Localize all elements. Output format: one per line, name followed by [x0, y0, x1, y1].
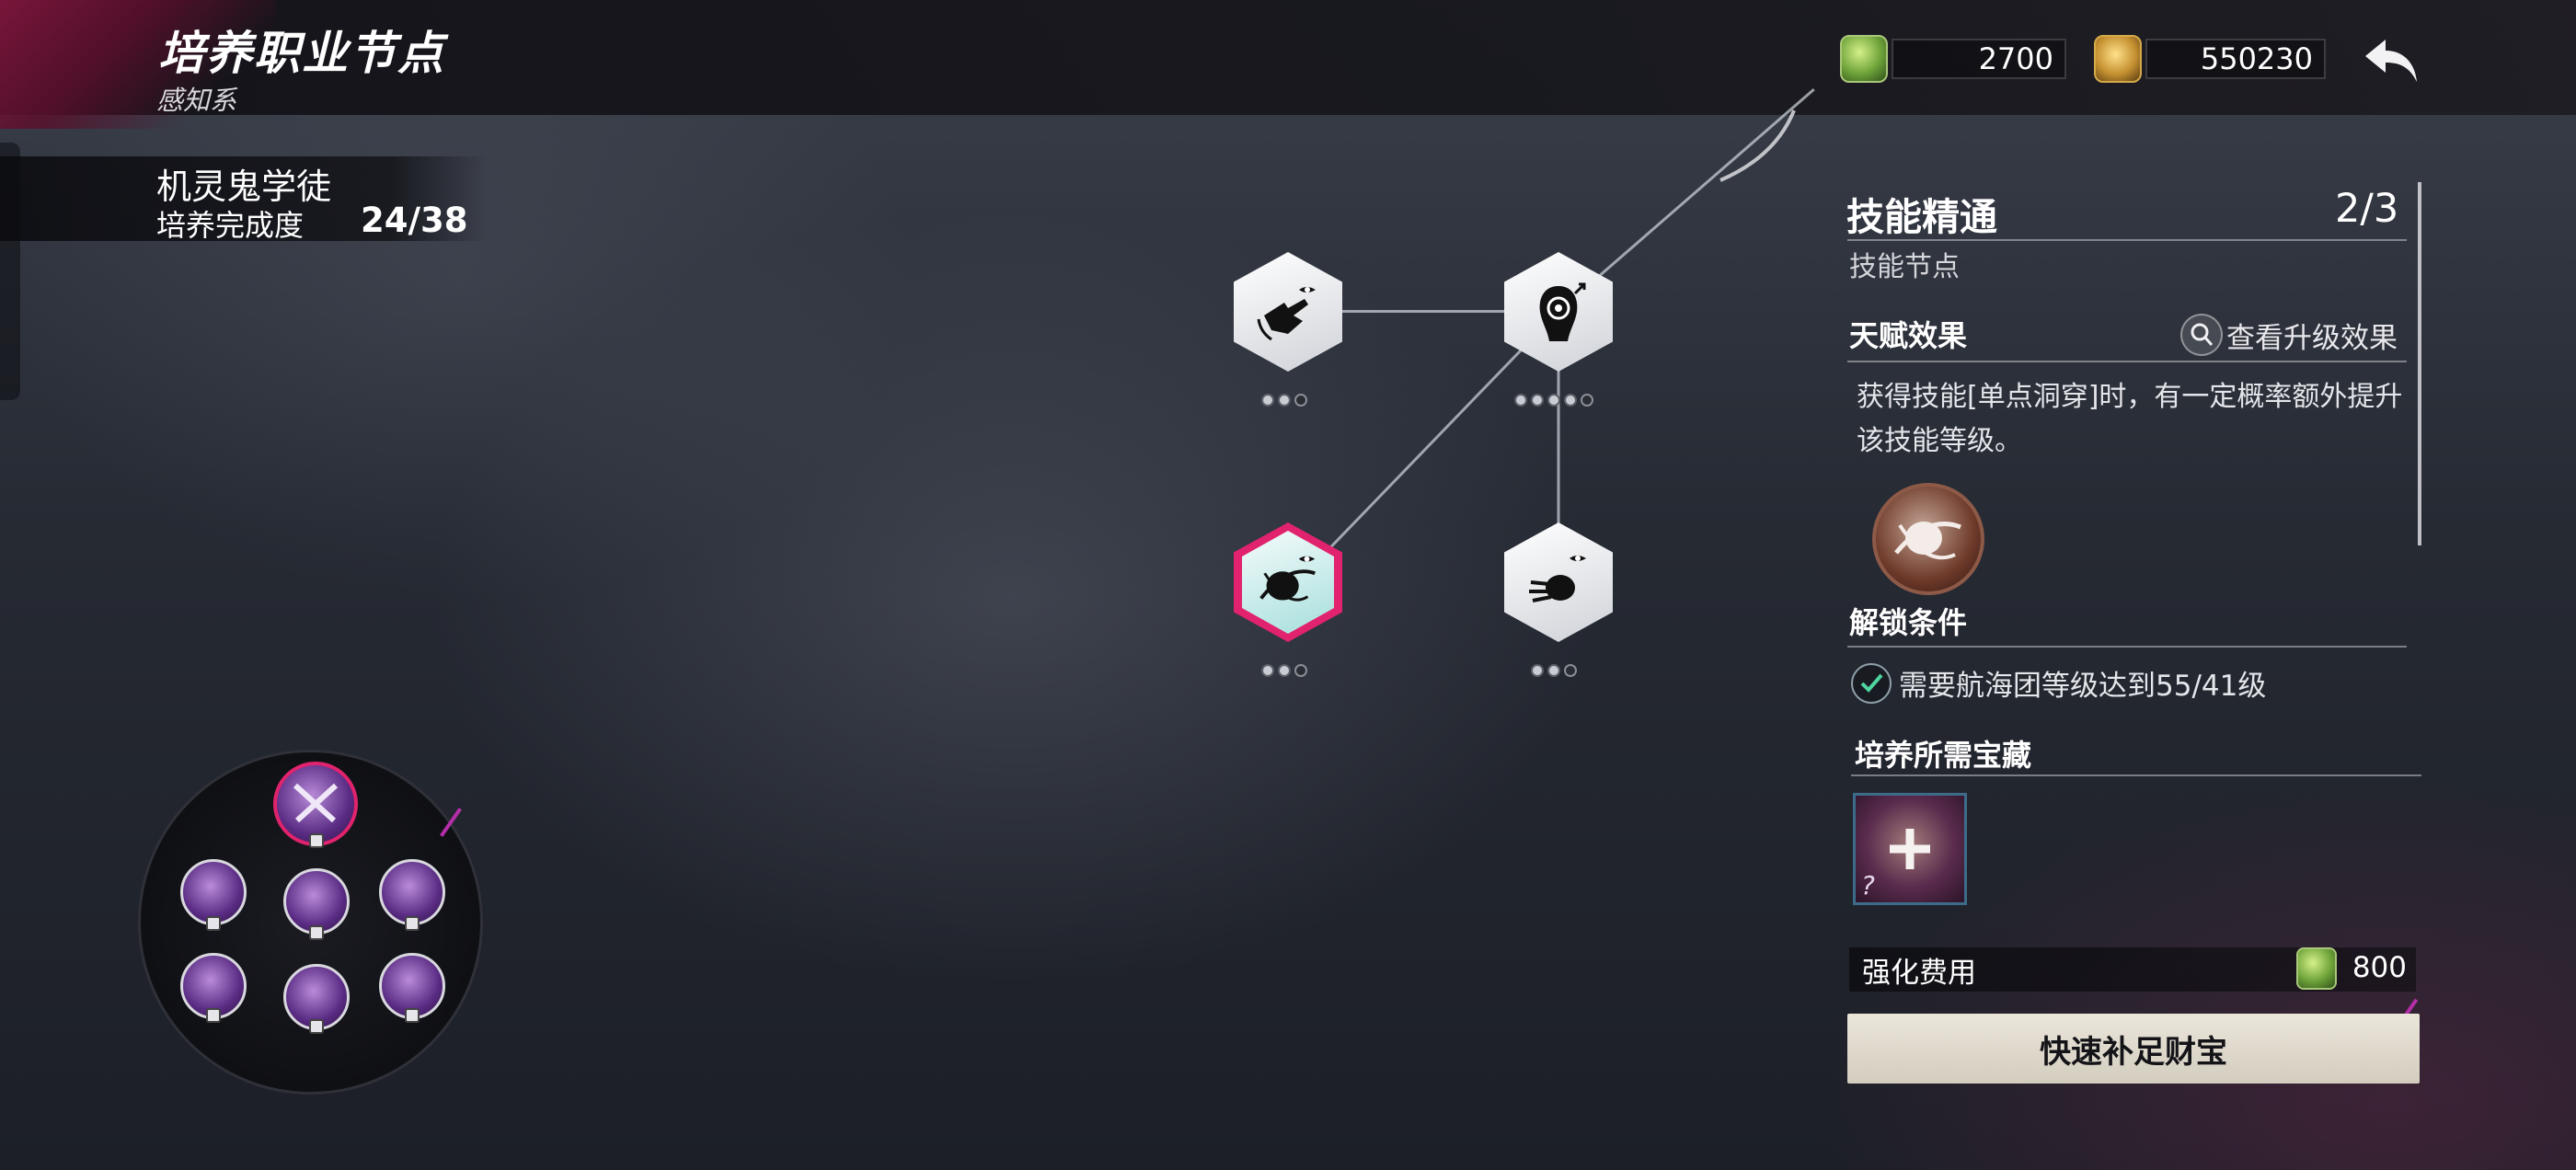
check-icon	[1851, 662, 1892, 704]
pip-filled	[1514, 394, 1527, 407]
plus-icon	[1890, 829, 1930, 869]
unlock-title: 解锁条件	[1849, 605, 1968, 640]
unlock-condition-text: 需要航海团等级达到55/41级	[1899, 670, 2267, 703]
skill-node-pips	[1261, 394, 1307, 407]
wheel-node[interactable]	[283, 868, 350, 935]
tree-branch-arc	[1719, 109, 1796, 182]
talent-description: 获得技能[单点洞穿]时，有一定概率额外提升该技能等级。	[1857, 381, 2403, 457]
pip-filled	[1547, 394, 1560, 407]
quick-fill-treasure-button[interactable]: 快速补足财宝	[1847, 1014, 2420, 1084]
profession-name: 机灵鬼学徒	[156, 166, 332, 207]
tree-link-line	[1288, 310, 1558, 313]
top-bar	[0, 0, 2576, 115]
view-upgrade-label: 查看升级效果	[2226, 321, 2398, 355]
skill-node-pips	[1261, 664, 1307, 677]
green-potion-icon	[1840, 35, 1888, 83]
pip-filled	[1278, 664, 1291, 677]
view-upgrade-button[interactable]: 查看升级效果	[2180, 311, 2398, 359]
lock-icon	[309, 925, 324, 940]
lock-icon	[309, 1019, 324, 1034]
lock-icon	[206, 916, 221, 931]
cost-value: 800	[2352, 951, 2407, 984]
detail-scrollbar[interactable]	[2418, 182, 2421, 545]
unlock-condition-row: 需要航海团等级达到55/41级	[1851, 662, 2266, 704]
rush-eye-icon	[1529, 556, 1586, 602]
pip-filled	[1531, 394, 1544, 407]
quick-fill-treasure-label: 快速补足财宝	[2040, 1033, 2227, 1071]
title-accent-decoration	[0, 0, 276, 129]
skill-node-orbit-eye[interactable]	[1234, 522, 1342, 642]
pointing-hand-eye-icon	[1257, 287, 1316, 341]
divider	[1851, 774, 2421, 776]
lock-icon	[206, 1008, 221, 1023]
lock-icon	[405, 1008, 420, 1023]
skill-node-rush-eye[interactable]	[1504, 522, 1613, 642]
skill-node-pointing-hand[interactable]	[1234, 252, 1342, 372]
divider	[1847, 646, 2407, 648]
pip-filled	[1547, 664, 1560, 677]
progress-value: 24/38	[361, 201, 468, 240]
pip-empty	[1581, 394, 1593, 407]
pip-filled	[1564, 394, 1577, 407]
talent-title: 天赋效果	[1849, 318, 1968, 353]
wheel-node-crossed-guns[interactable]	[273, 762, 358, 846]
cost-row: 强化费用 800	[1849, 947, 2416, 992]
gold-coin-icon	[2094, 35, 2142, 83]
divider	[1847, 239, 2407, 241]
back-arrow-icon	[2365, 40, 2417, 82]
treasure-missing-mark: ?	[1861, 870, 1875, 900]
currency-potion-value: 2700	[1892, 39, 2066, 79]
skill-piercing-icon	[1872, 483, 1984, 595]
divider	[1847, 361, 2407, 362]
green-potion-icon	[2296, 947, 2337, 990]
pip-empty	[1294, 664, 1307, 677]
skill-name: 技能精通	[1846, 195, 1997, 239]
target-head-icon	[1539, 282, 1586, 341]
page-title: 培养职业节点	[158, 27, 445, 80]
selected-node-inner	[1242, 531, 1334, 634]
cost-label: 强化费用	[1862, 956, 1976, 990]
page-subtitle: 感知系	[156, 85, 237, 116]
orbit-eye-icon	[1259, 556, 1316, 602]
lock-icon	[309, 833, 324, 848]
lock-icon	[405, 916, 420, 931]
skill-type: 技能节点	[1849, 251, 1960, 283]
skill-node-pips	[1514, 394, 1593, 407]
pip-filled	[1261, 664, 1274, 677]
skill-node-target-head[interactable]	[1504, 252, 1613, 372]
crossed-guns-icon	[293, 783, 339, 823]
currency-gold-value: 550230	[2145, 39, 2326, 79]
treasure-slot[interactable]: ?	[1853, 793, 1967, 905]
pip-filled	[1261, 394, 1274, 407]
skill-node-pips	[1531, 664, 1577, 677]
pip-empty	[1564, 664, 1577, 677]
progress-label: 培养完成度	[156, 208, 305, 243]
currency-gold[interactable]: 550230	[2094, 35, 2326, 83]
pip-filled	[1278, 394, 1291, 407]
skill-level: 2/3	[2335, 186, 2399, 232]
treasure-title: 培养所需宝藏	[1855, 738, 2032, 773]
back-button[interactable]	[2355, 28, 2429, 92]
pip-filled	[1531, 664, 1544, 677]
pip-empty	[1294, 394, 1307, 407]
currency-potion[interactable]: 2700	[1840, 35, 2066, 83]
magnifier-icon	[2180, 314, 2223, 356]
profession-card	[0, 156, 488, 241]
